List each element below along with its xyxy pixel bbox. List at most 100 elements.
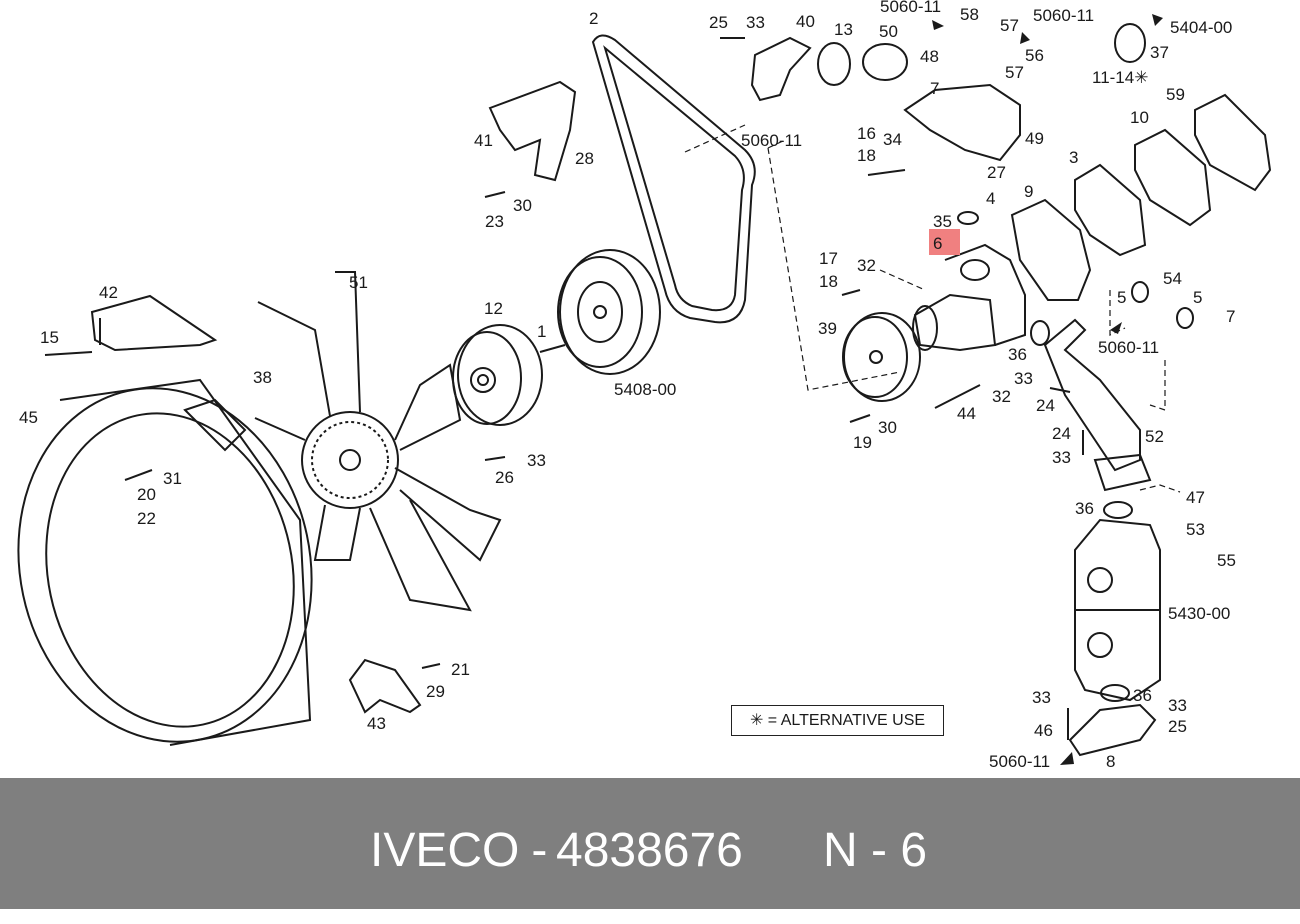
ref-5060-11: 5060-11 (880, 0, 941, 16)
callout-33: 33 (527, 451, 546, 470)
callout-25: 25 (709, 13, 728, 32)
callout-44: 44 (957, 404, 976, 423)
callout-52: 52 (1145, 427, 1164, 446)
callout-21: 21 (451, 660, 470, 679)
gasket-10-part (1134, 128, 1212, 227)
callout-32: 32 (857, 256, 876, 275)
gasket-3-part (1074, 163, 1147, 257)
alternative-use-symbol: ✳ (749, 712, 764, 729)
callout-33: 33 (1168, 696, 1187, 715)
ref-11-14: 11-14✳ (1092, 68, 1148, 87)
footer-bar: IVECO - 4838676 N - 6 (0, 778, 1300, 909)
legend-text: = ALTERNATIVE USE (763, 712, 926, 729)
oil-cooler-part (1074, 518, 1161, 702)
bracket-42-part (90, 294, 218, 352)
callout-57: 57 (1000, 16, 1019, 35)
callout-35: 35 (933, 212, 952, 231)
callout-3: 3 (1069, 148, 1078, 167)
callout-26: 26 (495, 468, 514, 487)
callout-2: 2 (589, 9, 598, 28)
callout-24: 24 (1036, 396, 1055, 415)
callout-19: 19 (853, 433, 872, 452)
callout-4: 4 (986, 189, 995, 208)
callout-45: 45 (19, 408, 38, 427)
exploded-parts-diagram: 2 25 33 40 13 5060-11 50 58 57 5060-11 5… (17, 0, 1272, 771)
bracket-41-part (488, 80, 577, 182)
callout-13: 13 (834, 20, 853, 39)
fan-shroud-part (17, 378, 313, 746)
callout-16: 16 (857, 124, 876, 143)
elbow-8-part (1068, 703, 1157, 757)
callout-30: 30 (878, 418, 897, 437)
part-number: 4838676 (556, 824, 743, 877)
coolant-pipe-part (1043, 318, 1141, 472)
callout-36: 36 (1008, 345, 1027, 364)
callout-15: 15 (40, 328, 59, 347)
callout-5: 5 (1117, 288, 1126, 307)
callout-27: 27 (987, 163, 1006, 182)
callout-36: 36 (1133, 686, 1152, 705)
callout-47: 47 (1186, 488, 1205, 507)
drive-belt-part (591, 34, 756, 324)
callout-40: 40 (796, 12, 815, 31)
callout-48: 48 (920, 47, 939, 66)
callout-7: 7 (930, 79, 939, 98)
brand-name: IVECO (370, 824, 520, 877)
ref-5060-11: 5060-11 (1033, 6, 1094, 25)
ref-5408-00: 5408-00 (614, 380, 676, 399)
callout-36: 36 (1075, 499, 1094, 518)
callout-20: 20 (137, 485, 156, 504)
callout-54: 54 (1163, 269, 1182, 288)
diagram-canvas: 2 25 33 40 13 5060-11 50 58 57 5060-11 5… (17, 0, 1272, 771)
callout-8: 8 (1106, 752, 1115, 771)
callout-57: 57 (1005, 63, 1024, 82)
callout-33: 33 (1032, 688, 1051, 707)
callout-1: 1 (537, 322, 546, 341)
callout-51: 51 (349, 273, 368, 292)
callout-9: 9 (1024, 182, 1033, 201)
callout-5: 5 (1193, 288, 1202, 307)
callout-37: 37 (1150, 43, 1169, 62)
callout-49: 49 (1025, 129, 1044, 148)
bracket-43-part (348, 658, 422, 714)
callout-25: 25 (1168, 717, 1187, 736)
callout-31: 31 (163, 469, 182, 488)
legend-box: ✳ = ALTERNATIVE USE (731, 705, 944, 736)
gasket-59-part (1194, 93, 1272, 192)
callout-33: 33 (746, 13, 765, 32)
thermostat-housing-part (903, 83, 1021, 162)
callout-42: 42 (99, 283, 118, 302)
position-reference: N - 6 (823, 824, 928, 877)
fan-hub-part (452, 324, 543, 426)
callout-23: 23 (485, 212, 504, 231)
callout-41: 41 (474, 131, 493, 150)
callout-29: 29 (426, 682, 445, 701)
callout-10: 10 (1130, 108, 1149, 127)
callout-50: 50 (879, 22, 898, 41)
callout-24: 24 (1052, 424, 1071, 443)
callout-56: 56 (1025, 46, 1044, 65)
callout-38: 38 (253, 368, 272, 387)
callout-39: 39 (818, 319, 837, 338)
fan-part (254, 271, 502, 612)
ref-5430-00: 5430-00 (1168, 604, 1230, 623)
callout-34: 34 (883, 130, 902, 149)
callout-7: 7 (1226, 307, 1235, 326)
callout-18: 18 (857, 146, 876, 165)
pump-pulley-part (842, 312, 921, 402)
ref-5060-11: 5060-11 (989, 752, 1050, 771)
callout-43: 43 (367, 714, 386, 733)
ref-5060-11: 5060-11 (1098, 338, 1159, 357)
callout-6: 6 (933, 234, 942, 253)
water-pump-part (912, 243, 1026, 352)
callout-59: 59 (1166, 85, 1185, 104)
callout-28: 28 (575, 149, 594, 168)
gasket-9-part (1010, 198, 1092, 301)
callout-33: 33 (1014, 369, 1033, 388)
callout-17: 17 (819, 249, 838, 268)
highlight-marker (929, 229, 960, 255)
callout-46: 46 (1034, 721, 1053, 740)
callout-33: 33 (1052, 448, 1071, 467)
separator: - (518, 824, 561, 877)
callout-12: 12 (484, 299, 503, 318)
